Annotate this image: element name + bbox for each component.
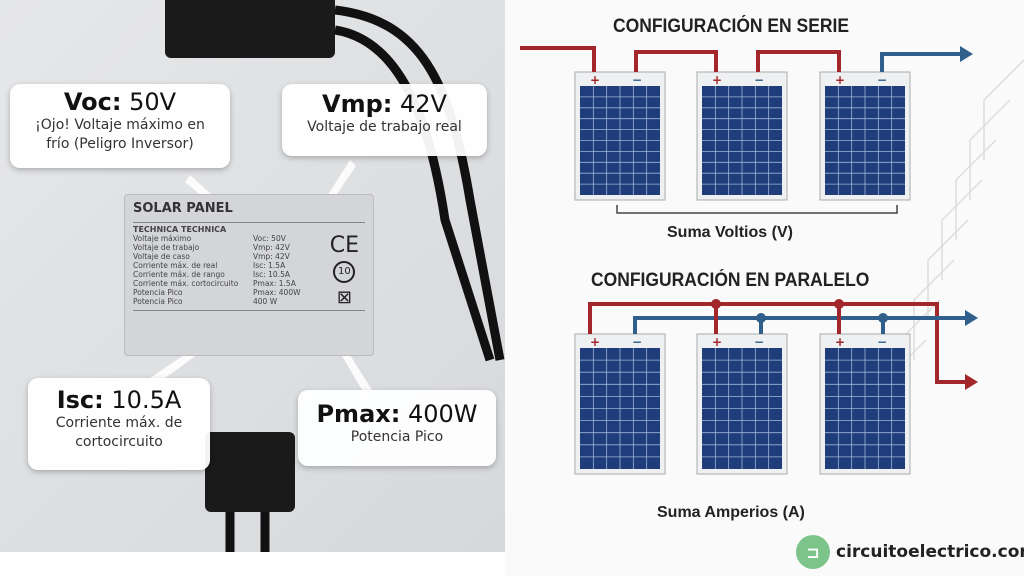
spec-value: Voc: 50V xyxy=(253,234,286,243)
spec-value: Pmax: 400W xyxy=(253,288,301,297)
junction-dot xyxy=(878,313,888,323)
plus-terminal: + xyxy=(712,73,722,87)
spec-key: Potencia Pico xyxy=(133,288,183,297)
circuit-trace xyxy=(913,259,955,360)
label-subtitle: TECHNICA TECHNICA xyxy=(133,222,365,234)
plus-terminal: + xyxy=(590,73,600,87)
spec-value: Isc: 1.5A xyxy=(253,261,286,270)
spec-row: Corriente máx. de rango Isc: 10.5A xyxy=(133,270,365,279)
solar-panel-photo: SOLAR PANEL TECHNICA TECHNICA Voltaje má… xyxy=(0,0,505,552)
ce-mark-icon: CE xyxy=(329,233,359,258)
plus-terminal: + xyxy=(590,335,600,349)
junction-box-top xyxy=(165,0,335,58)
spec-key: Potencia Pico xyxy=(133,297,183,306)
circuit-trace xyxy=(969,99,1011,200)
spec-row: Corriente máx. cortocircuito Pmax: 1.5A xyxy=(133,279,365,288)
callout-vmp: Vmp: 42V Voltaje de trabajo real xyxy=(282,84,487,156)
spec-row: Corriente máx. de real Isc: 1.5A xyxy=(133,261,365,270)
minus-terminal: − xyxy=(877,335,887,349)
callout-pmax: Pmax: 400W Potencia Pico xyxy=(298,390,496,466)
plug-icon: ⊐ xyxy=(796,535,830,569)
spec-key: Corriente máx. de rango xyxy=(133,270,225,279)
junction-dot xyxy=(834,299,844,309)
minus-terminal: − xyxy=(632,335,642,349)
circuit-trace xyxy=(983,59,1024,160)
weee-bin-icon: ⊠ xyxy=(336,287,352,308)
minus-terminal: − xyxy=(877,73,887,87)
10-year-icon: 10 xyxy=(333,261,356,283)
spec-key: Voltaje de trabajo xyxy=(133,243,200,252)
sum-bracket xyxy=(616,205,898,214)
brand: ⊐ circuitoelectrico.com xyxy=(796,535,1024,569)
wiring-diagram: + − + − + − + − + − + − CONFIGURACIÓN EN SERIE Suma… xyxy=(505,0,1024,576)
minus-terminal: − xyxy=(754,73,764,87)
label-title: SOLAR PANEL xyxy=(133,201,233,216)
series-link xyxy=(756,50,841,72)
series-link xyxy=(634,50,718,72)
parallel-caption: Suma Amperios (A) xyxy=(657,504,805,521)
spec-value: Pmax: 1.5A xyxy=(253,279,296,288)
spec-key: Corriente máx. de real xyxy=(133,261,218,270)
series-title: CONFIGURACIÓN EN SERIE xyxy=(613,16,850,37)
spec-key: Voltaje de caso xyxy=(133,252,190,261)
junction-dot xyxy=(756,313,766,323)
fine-print xyxy=(133,310,365,325)
spec-row: Potencia Pico Pmax: 400W xyxy=(133,288,365,297)
spec-value: Vmp: 42V xyxy=(253,252,290,261)
spec-value: Isc: 10.5A xyxy=(253,270,290,279)
series-wire-positive-in xyxy=(520,46,596,72)
callout-isc: Isc: 10.5A Corriente máx. de cortocircui… xyxy=(28,378,210,470)
spec-value: 400 W xyxy=(253,297,278,306)
arrow-icon xyxy=(965,374,978,390)
spec-row: Voltaje máximo Voc: 50V xyxy=(133,234,365,243)
spec-key: Voltaje máximo xyxy=(133,234,192,243)
plus-terminal: + xyxy=(712,335,722,349)
circuit-trace xyxy=(941,179,983,280)
callout-voc: Voc: 50V ¡Ojo! Voltaje máximo en frío (P… xyxy=(10,84,230,168)
spec-value: Vmp: 42V xyxy=(253,243,290,252)
spec-key: Corriente máx. cortocircuito xyxy=(133,279,239,288)
spec-row: Voltaje de caso Vmp: 42V xyxy=(133,252,365,261)
spec-row: Voltaje de trabajo Vmp: 42V xyxy=(133,243,365,252)
parallel-bus-negative xyxy=(633,316,965,334)
junction-dot xyxy=(711,299,721,309)
series-wire-negative-out xyxy=(880,52,960,72)
minus-terminal: − xyxy=(632,73,642,87)
spec-label: SOLAR PANEL TECHNICA TECHNICA Voltaje má… xyxy=(124,194,374,356)
arrow-icon xyxy=(960,46,973,62)
series-caption: Suma Voltios (V) xyxy=(667,224,793,241)
plus-terminal: + xyxy=(835,73,845,87)
wiring-svg: + − + − + − + − + − + − xyxy=(520,46,1024,475)
junction-box-bottom xyxy=(205,432,295,512)
parallel-title: CONFIGURACIÓN EN PARALELO xyxy=(591,270,870,291)
spec-row: Potencia Pico 400 W xyxy=(133,297,365,306)
circuit-trace xyxy=(955,139,997,240)
circuit-trace xyxy=(927,219,969,320)
parallel-bus-positive xyxy=(588,302,965,384)
brand-name: circuitoelectrico.com xyxy=(836,542,1024,562)
certification-marks: CE 10 ⊠ xyxy=(330,233,359,311)
arrow-icon xyxy=(965,310,978,326)
minus-terminal: − xyxy=(754,335,764,349)
plus-terminal: + xyxy=(835,335,845,349)
